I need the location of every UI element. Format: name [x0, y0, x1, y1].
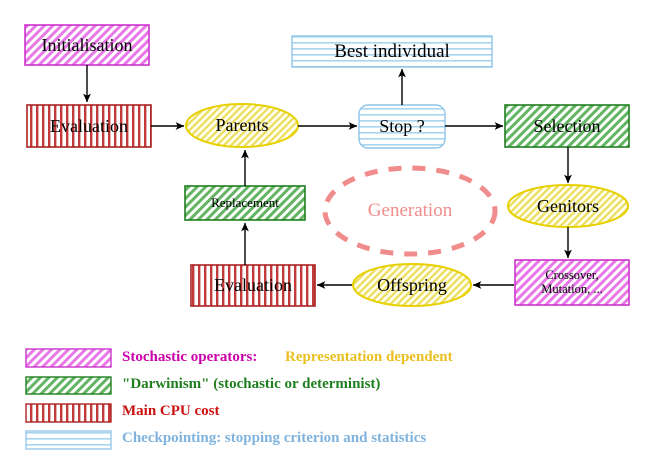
legend-text-representation-dependent: Representation dependent — [285, 349, 453, 365]
node-parents[interactable] — [185, 103, 299, 148]
legend-swatch-main-cpu-cost — [25, 403, 112, 423]
legend-text-checkpointing: Checkpointing: stopping criterion and st… — [122, 430, 427, 446]
node-initialisation[interactable] — [24, 24, 150, 66]
legend-text-main-cpu-cost: Main CPU cost — [122, 403, 220, 419]
node-crossover-mutation[interactable] — [514, 259, 630, 306]
node-evaluation-top[interactable] — [26, 104, 152, 148]
legend-swatch-checkpointing — [25, 430, 112, 450]
legend-text-stochastic-operators: Stochastic operators: — [122, 349, 258, 365]
node-stop[interactable] — [358, 104, 446, 149]
node-evaluation-bottom[interactable] — [190, 264, 316, 307]
node-genitors[interactable] — [507, 184, 629, 228]
node-selection[interactable] — [504, 104, 630, 148]
legend-swatch-stochastic-operators — [25, 348, 112, 368]
node-replacement[interactable] — [184, 185, 306, 221]
legend-swatch-darwinism — [25, 376, 112, 395]
node-generation — [322, 165, 498, 257]
legend-text-darwinism: "Darwinism" (stochastic or determinist) — [122, 376, 381, 392]
node-best-individual[interactable] — [291, 35, 493, 68]
node-offspring[interactable] — [352, 263, 472, 307]
